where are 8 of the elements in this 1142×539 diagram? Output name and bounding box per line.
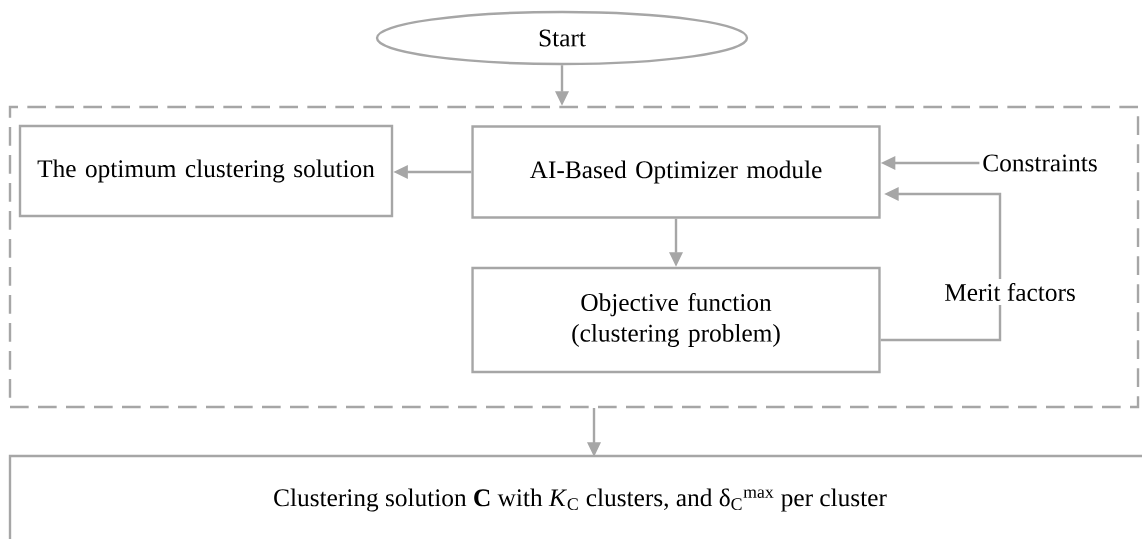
dashed-group-box [8, 105, 1140, 409]
arrow [880, 187, 1002, 342]
edge-label: Merit factors [940, 278, 1080, 306]
output-box: Clustering solution C with K$_{C}$ clusters, and δ$_{C}$$^{max}$ per cluster [8, 454, 1142, 539]
process-box: AI-Based Optimizer module [471, 125, 881, 219]
process-box: Objective function (clustering problem) [471, 266, 881, 374]
input-label: Constraints [983, 154, 1097, 172]
result-box: The optimum clustering solution [18, 124, 394, 218]
